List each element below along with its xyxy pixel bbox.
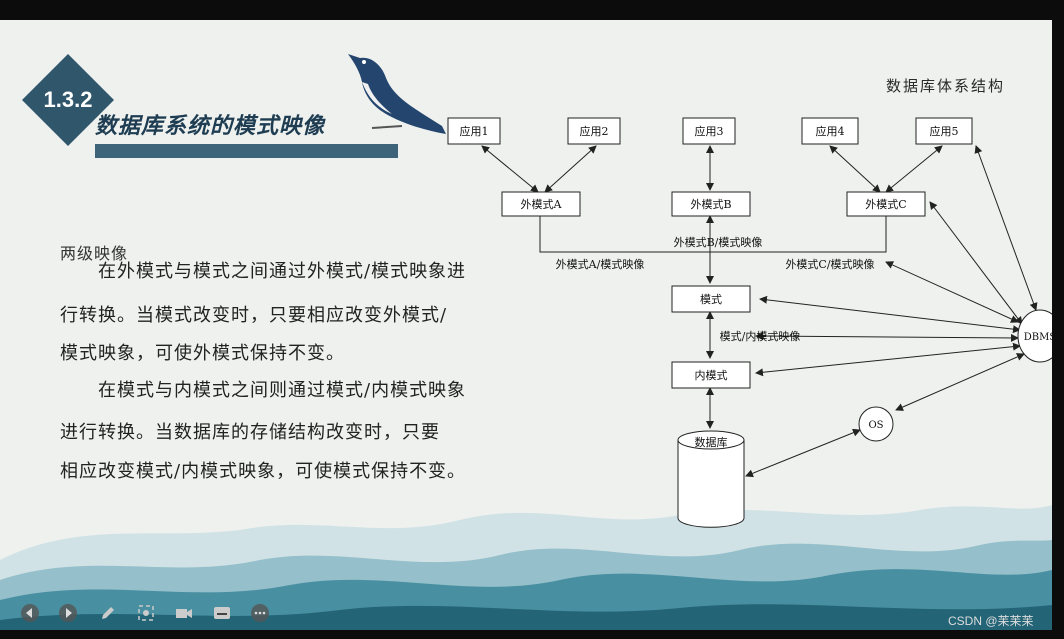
internal-schema-label: 内模式: [695, 368, 728, 382]
os-node: [858, 406, 894, 442]
arrow-app1-exta: [481, 145, 539, 193]
database-cylinder: [677, 440, 745, 528]
database-label: 数据库: [695, 435, 728, 449]
top-black-bar: [0, 0, 1064, 20]
arrow-dbms-mapc: [885, 261, 1019, 323]
external-schema-b-label: 外模式B: [690, 198, 731, 211]
arrow-dbms-extc: [929, 201, 1023, 325]
paragraph-2-line-2: 进行转换。当数据库的存储结构改变时，只要: [60, 422, 440, 443]
external-schema-b-box: [671, 191, 751, 217]
app3-label: 应用3: [695, 124, 724, 138]
more-icon[interactable]: [250, 603, 270, 623]
paragraph-1-line-1: 在外模式与模式之间通过外模式/模式映象进: [60, 261, 467, 282]
zoom-icon[interactable]: [136, 603, 156, 623]
slide: 1.3.2 数据库系统的模式映像 数据库体系结构 两级映像 在外模式与模式之间通…: [0, 20, 1052, 630]
pen-icon[interactable]: [98, 603, 118, 623]
camera-icon[interactable]: [174, 603, 194, 623]
arrow-os-database: [745, 428, 861, 478]
mapping-a-label: 外模式A/模式映像: [556, 258, 645, 271]
arrow-dbms-app5: [974, 145, 1038, 311]
external-schema-c-label: 外模式C: [865, 198, 906, 211]
paragraph-1-line-2: 行转换。当模式改变时，只要相应改变外模式/: [60, 305, 448, 326]
dbms-node: [1017, 309, 1052, 363]
section-badge: [22, 54, 114, 146]
wave-background: [0, 505, 1052, 630]
external-schema-a-label: 外模式A: [521, 198, 563, 211]
arrow-app4-extc: [829, 145, 881, 193]
right-black-bar: [1052, 20, 1064, 630]
app4-box: [801, 117, 859, 145]
schema-box: [671, 285, 751, 313]
app5-box: [915, 117, 973, 145]
app4-label: 应用4: [816, 124, 845, 138]
internal-mapping-label: 模式/内模式映像: [720, 329, 801, 343]
bird-illustration: [348, 54, 446, 134]
title-underline-bar: [95, 144, 398, 158]
arrow-dbms-schema: [759, 295, 1021, 334]
prev-icon[interactable]: [20, 603, 40, 623]
architecture-diagram: 应用1 应用2 应用3 应用4 应用5 外模式A 外模式B 外模式C 外模式B/…: [447, 117, 1052, 528]
subhead: 两级映像: [60, 244, 129, 263]
slide-title: 数据库系统的模式映像: [95, 113, 326, 139]
arrow-app2-exta: [544, 145, 597, 193]
external-schema-a-box: [501, 191, 581, 217]
arrow-dbms-os: [895, 353, 1025, 411]
mapping-b-label: 外模式B/模式映像: [674, 236, 763, 249]
section-number: 1.3.2: [43, 87, 93, 112]
arrow-dbms-mapping: [755, 332, 1019, 342]
database-cylinder-top: [677, 430, 745, 450]
csdn-watermark: CSDN @苿苿苿: [948, 614, 1034, 628]
paragraph-2-line-1: 在模式与内模式之间则通过模式/内模式映象: [60, 380, 467, 401]
next-icon[interactable]: [58, 603, 78, 623]
arrow-app5-extc: [885, 145, 943, 193]
dbms-label: DBMS: [1024, 332, 1052, 343]
corner-label: 数据库体系结构: [886, 77, 1006, 95]
app2-label: 应用2: [580, 124, 609, 138]
paragraph-1-line-3: 模式映象，可使外模式保持不变。: [60, 343, 345, 364]
schema-label: 模式: [700, 293, 722, 306]
app3-box: [682, 117, 736, 145]
bottom-black-bar: [0, 630, 1064, 639]
internal-schema-box: [671, 361, 751, 389]
mapping-c-label: 外模式C/模式映像: [785, 258, 874, 271]
subtitle-icon[interactable]: [212, 603, 232, 623]
app2-box: [567, 117, 621, 145]
paragraph-2-line-3: 相应改变模式/内模式映象，可使模式保持不变。: [60, 461, 467, 482]
arrow-dbms-internal: [755, 342, 1021, 377]
app1-box: [447, 117, 501, 145]
app1-label: 应用1: [460, 124, 489, 138]
external-schema-c-box: [846, 191, 926, 217]
app5-label: 应用5: [930, 124, 959, 138]
os-label: OS: [868, 420, 883, 431]
